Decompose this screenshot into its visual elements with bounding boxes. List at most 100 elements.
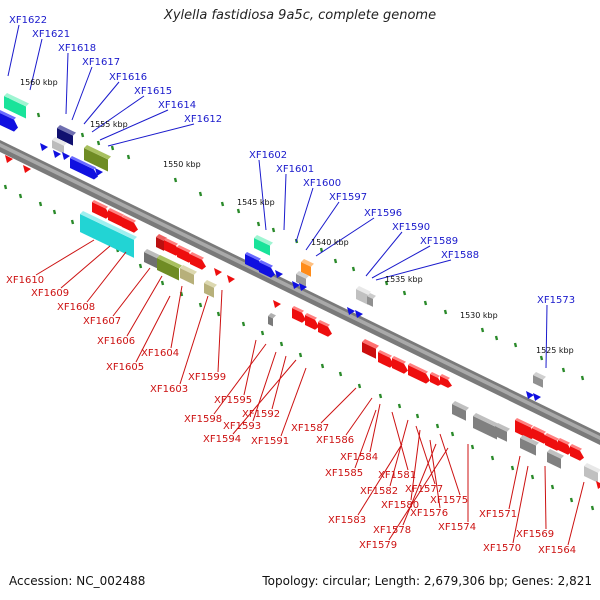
gene-arrow — [408, 363, 430, 384]
reverse-gene-label: XF1593 — [223, 421, 261, 432]
scale-tick-mark — [397, 403, 402, 409]
gene-arrow — [177, 245, 193, 263]
scale-tick-mark — [220, 201, 225, 207]
forward-gene-label: XF1618 — [58, 43, 96, 54]
gene-arrow — [70, 156, 98, 180]
scale-tick-mark — [96, 140, 101, 146]
scale-tick-mark — [52, 209, 57, 215]
gene-feature — [156, 234, 167, 251]
reverse-gene-label: XF1579 — [359, 540, 397, 551]
gene-arrow — [275, 270, 283, 278]
leader-line — [388, 447, 449, 541]
scale-tick-mark — [561, 367, 566, 373]
reverse-gene-label: XF1595 — [214, 395, 252, 406]
reverse-gene-label: XF1604 — [141, 348, 179, 359]
leader-line — [375, 259, 452, 281]
forward-gene-label: XF1590 — [392, 222, 430, 233]
forward-gene-label: XF1589 — [420, 236, 458, 247]
gene-arrow — [305, 313, 319, 330]
reverse-gene-label: XF1577 — [405, 484, 443, 495]
leader-line — [402, 443, 437, 526]
gene-arrow — [545, 433, 561, 451]
reverse-gene-label: XF1608 — [57, 302, 95, 313]
gene-arrow — [95, 168, 103, 176]
gene-feature — [301, 259, 314, 277]
leader-line — [365, 231, 403, 277]
gene-feature — [356, 286, 371, 305]
reverse-gene-label: XF1605 — [106, 362, 144, 373]
leader-line — [243, 339, 257, 396]
reverse-gene-label: XF1591 — [251, 436, 289, 447]
gene-arrow — [355, 310, 363, 318]
leader-line — [258, 159, 267, 231]
gene-arrow — [515, 418, 535, 440]
leader-line — [107, 123, 195, 147]
scale-tick-mark — [160, 280, 165, 286]
forward-gene-label: XF1573 — [537, 295, 575, 306]
forward-gene-label: XF1612 — [184, 114, 222, 125]
reverse-gene-label: XF1594 — [203, 434, 241, 445]
scale-tick-mark — [490, 455, 495, 461]
leader-line — [126, 275, 163, 337]
reverse-gene-label: XF1592 — [242, 409, 280, 420]
gene-feature — [533, 372, 546, 388]
gene-arrow — [533, 393, 541, 401]
reverse-gene-label: XF1581 — [378, 470, 416, 481]
gene-arrow — [392, 356, 408, 374]
scale-tick-mark — [138, 263, 143, 269]
scale-tick-mark — [333, 258, 338, 264]
gene-arrow — [40, 143, 48, 151]
leader-line — [232, 359, 297, 435]
scale-tick-mark — [402, 290, 407, 296]
leader-line — [60, 245, 111, 289]
gene-feature — [204, 280, 217, 298]
scale-tick-mark — [378, 393, 383, 399]
leader-line — [371, 245, 431, 279]
reverse-gene-label: XF1584 — [340, 452, 378, 463]
leader-line — [83, 81, 120, 125]
reverse-gene-label: XF1603 — [150, 384, 188, 395]
scale-label: 1550 kbp — [163, 160, 201, 169]
scale-label: 1540 kbp — [311, 238, 349, 247]
gene-feature — [57, 125, 76, 146]
forward-gene-label: XF1621 — [32, 29, 70, 40]
scale-label: 1555 kbp — [90, 120, 128, 129]
gene-feature — [180, 265, 197, 285]
scale-label: 1530 kbp — [460, 311, 498, 320]
reverse-gene-label: XF1576 — [410, 508, 448, 519]
gene-arrow — [292, 281, 300, 289]
reverse-gene-labels: XF1610XF1609XF1608XF1607XF1606XF1604XF16… — [6, 275, 576, 556]
scale-tick-mark — [510, 465, 515, 471]
leader-line — [410, 429, 421, 501]
gene-arrow — [122, 215, 138, 233]
leader-line — [91, 95, 145, 133]
leader-line — [217, 289, 223, 373]
leader-line — [71, 66, 93, 121]
leader-line — [252, 351, 277, 422]
gene-feature — [84, 145, 111, 172]
scale-tick-mark — [320, 363, 325, 369]
scale-tick-mark — [319, 247, 324, 253]
scale-tick-mark — [569, 497, 574, 503]
reverse-gene-label: XF1607 — [83, 316, 121, 327]
scale-tick-mark — [450, 431, 455, 437]
gene-arrow — [92, 200, 110, 219]
scale-tick-mark — [384, 280, 389, 286]
gene-arrow — [164, 238, 180, 256]
scale-tick-mark — [435, 423, 440, 429]
forward-gene-label: XF1600 — [303, 178, 341, 189]
leader-line — [567, 481, 585, 546]
leader-line — [315, 217, 375, 257]
scale-label: 1535 kbp — [385, 275, 423, 284]
gene-feature — [80, 211, 137, 258]
forward-gene-label: XF1617 — [82, 57, 120, 68]
leader-line — [354, 409, 377, 469]
forward-gene-label: XF1622 — [9, 15, 47, 26]
leader-line — [512, 465, 529, 544]
gene-feature — [367, 293, 376, 307]
leader-line — [112, 267, 151, 317]
gene-feature — [4, 93, 29, 119]
reverse-gene-label: XF1578 — [373, 525, 411, 536]
leader-line — [439, 433, 461, 496]
gene-arrow — [318, 320, 332, 337]
